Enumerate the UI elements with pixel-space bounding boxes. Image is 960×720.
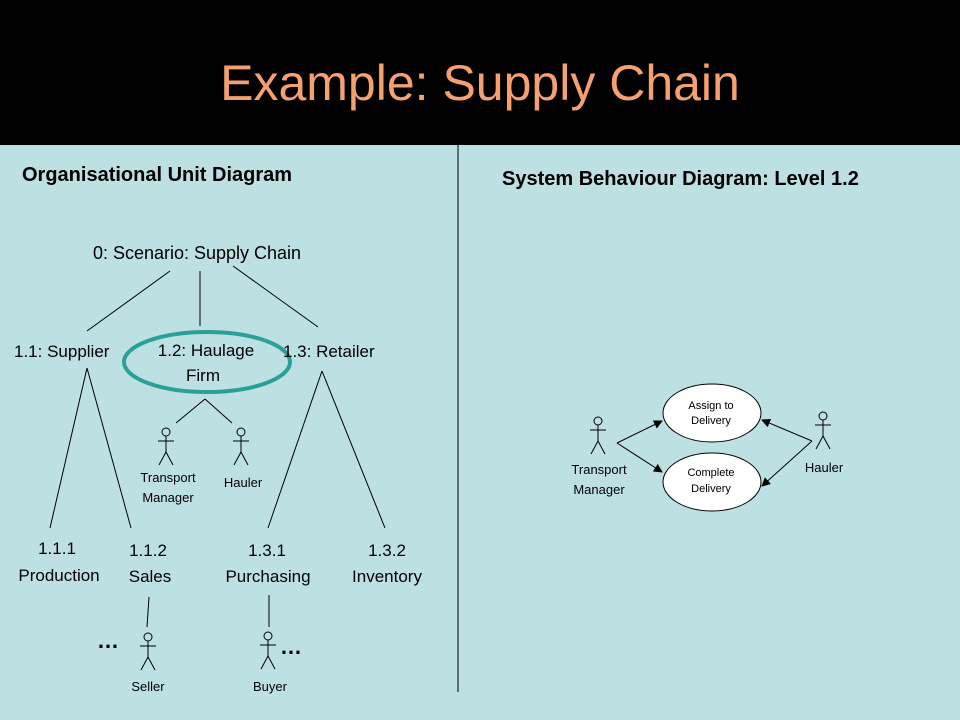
connector-retailer-inventory <box>321 370 386 529</box>
inventory-node-label: Inventory <box>352 567 422 586</box>
buyer-label: Buyer <box>253 679 287 694</box>
connector-retailer-purchasing <box>267 370 323 529</box>
seller-label: Seller <box>131 679 165 694</box>
complete-use-case-label-line1: Complete <box>687 467 735 479</box>
transport-manager-label-line2: Manager <box>142 490 194 505</box>
buyer-ellipsis: … <box>280 634 302 659</box>
purchasing-node-number: 1.3.1 <box>248 541 286 560</box>
haulage-node-label-line1: 1.2: Haulage <box>157 341 255 360</box>
seller-actor-icon <box>140 632 156 671</box>
highlight-ellipse <box>122 330 292 394</box>
sales-node-label: Sales <box>128 567 172 586</box>
assign-use-case-label-line2: Delivery <box>691 415 731 427</box>
retailer-node-label: 1.3: Retailer <box>283 342 375 361</box>
transport-manager-label-line1: Transport <box>140 470 196 485</box>
buyer-actor-icon <box>260 631 276 670</box>
connector-root-supplier <box>86 270 171 332</box>
assign-to-delivery-use-case <box>662 383 762 443</box>
complete-use-case-label-line2: Delivery <box>691 483 731 495</box>
transport-manager-actor-icon <box>158 427 174 466</box>
root-node-label: 0: Scenario: Supply Chain <box>92 243 302 263</box>
connector-haulage-hauler <box>204 398 233 424</box>
assign-use-case-label-line1: Assign to <box>688 400 734 412</box>
connector-supplier-production <box>49 367 88 529</box>
hauler-to-assign-arrow <box>761 418 813 442</box>
sbd-transport-manager-label-line1: Transport <box>571 462 627 477</box>
sales-node-number: 1.1.2 <box>129 541 167 560</box>
production-node-number: 1.1.1 <box>38 539 76 558</box>
purchasing-node-label: Purchasing <box>225 567 311 586</box>
production-node-label: Production <box>18 566 100 585</box>
title-bar <box>0 0 960 145</box>
haulage-node-label-line2: Firm <box>186 366 220 385</box>
org-unit-diagram-heading: Organisational Unit Diagram <box>22 164 293 186</box>
complete-delivery-use-case <box>662 452 762 512</box>
slide-title: Example: Supply Chain <box>220 55 740 111</box>
tm-to-assign-arrow <box>616 420 663 444</box>
connector-root-retailer <box>232 265 319 328</box>
inventory-node-number: 1.3.2 <box>368 541 406 560</box>
system-behaviour-diagram-heading: System Behaviour Diagram: Level 1.2 <box>502 168 859 190</box>
sbd-transport-manager-label-line2: Manager <box>573 482 625 497</box>
connector-supplier-sales <box>86 367 132 529</box>
sbd-hauler-actor-icon <box>815 411 831 450</box>
seller-ellipsis: … <box>97 628 119 653</box>
sbd-transport-manager-actor-icon <box>590 416 606 455</box>
tm-to-complete-arrow <box>616 442 663 473</box>
hauler-label: Hauler <box>223 475 263 490</box>
hauler-to-complete-arrow <box>761 440 813 487</box>
sbd-hauler-label: Hauler <box>804 460 844 475</box>
connector-haulage-transport-manager <box>175 398 206 424</box>
supplier-node-label: 1.1: Supplier <box>14 342 110 361</box>
connector-sales-seller <box>146 596 150 628</box>
hauler-actor-icon <box>233 427 249 466</box>
